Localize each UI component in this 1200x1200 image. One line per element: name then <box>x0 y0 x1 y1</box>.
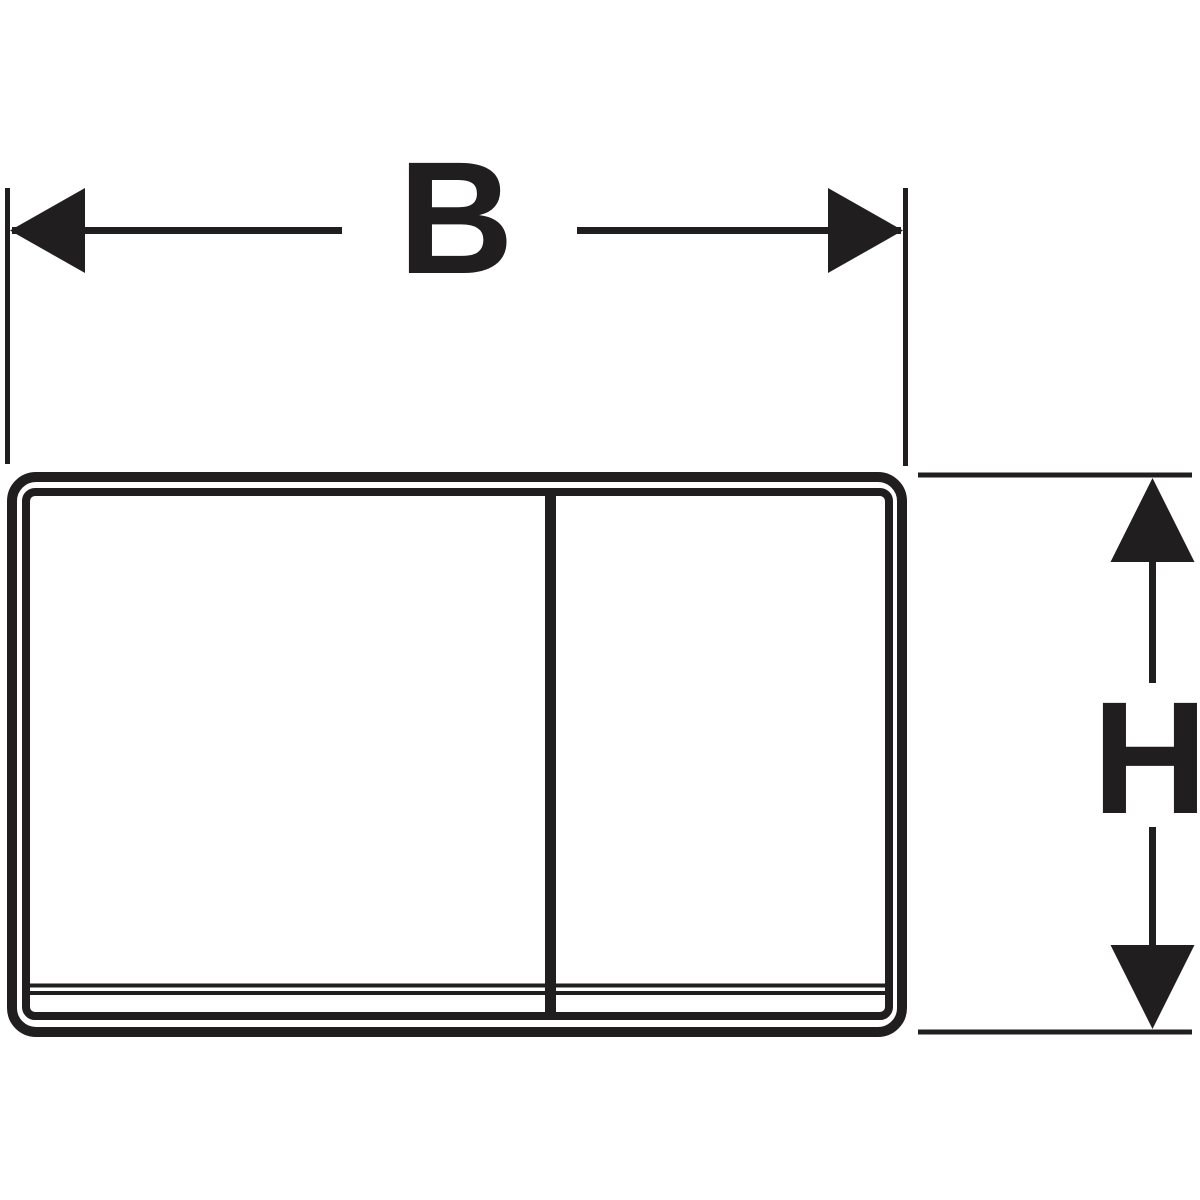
height-arrowhead-down-icon <box>1110 945 1195 1029</box>
plate-outer-frame <box>7 472 907 1037</box>
height-dimension-label: H <box>1092 668 1200 847</box>
height-arrowhead-up-icon <box>1110 478 1195 562</box>
width-arrowhead-right-icon <box>828 188 903 273</box>
width-dimension: B <box>5 128 908 466</box>
width-dimension-label: B <box>398 128 514 307</box>
flush-plate <box>7 472 907 1037</box>
plate-inner-frame <box>22 488 893 1020</box>
height-dimension: H <box>918 472 1200 1035</box>
width-arrowhead-left-icon <box>10 188 85 273</box>
